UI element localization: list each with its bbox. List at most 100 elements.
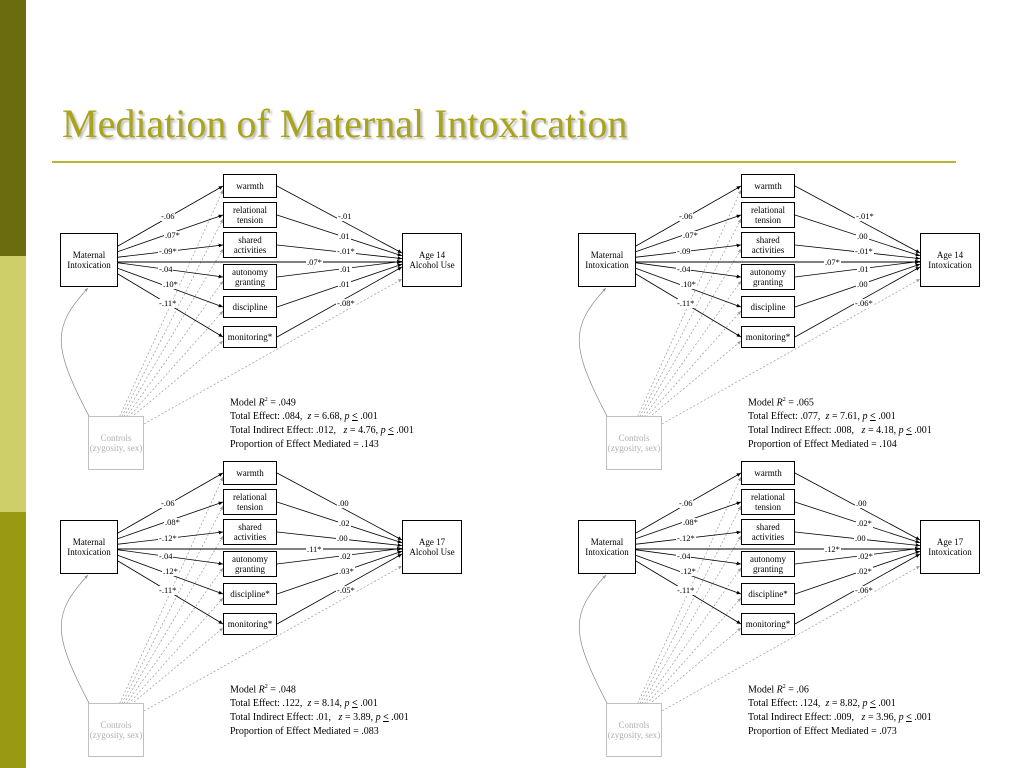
b-path-coefficient: -.08* <box>336 298 356 308</box>
a-path-coefficient: .08* <box>164 517 181 527</box>
sidebar-stripe <box>0 0 26 768</box>
mediator-box-2-label: relational tension <box>751 205 785 225</box>
a-path-coefficient: .07* <box>682 230 699 240</box>
model-r2-line: Model R2 = .049 <box>230 397 296 409</box>
mediator-box-3: shared activities <box>223 519 277 545</box>
model-r2-line: Model R2 = .048 <box>230 684 296 696</box>
mediator-box-2: relational tension <box>223 202 277 228</box>
sidebar-segment-middle <box>0 256 26 512</box>
b-path-coefficient: -.01* <box>854 246 874 256</box>
mediator-box-6-label: monitoring* <box>227 619 273 629</box>
mediator-box-5-label: discipline* <box>748 589 788 599</box>
a-path-coefficient: -.06 <box>160 498 176 508</box>
controls-box-label: Controls (zygosity, sex) <box>607 433 661 453</box>
a-path-coefficient: -.04 <box>676 264 692 274</box>
a-path-coefficient: -.11* <box>158 298 178 308</box>
mediator-box-1-label: warmth <box>236 181 264 191</box>
mediator-box-3-label: shared activities <box>751 522 785 542</box>
covariance-curve <box>579 287 612 423</box>
control-path-line <box>119 218 224 421</box>
a-path-coefficient: .12* <box>162 566 179 576</box>
b-path-coefficient: .02 <box>338 518 351 528</box>
outcome-box: Age 14 Alcohol Use <box>402 233 462 287</box>
mediator-box-5-label: discipline* <box>230 589 270 599</box>
mediator-box-6-label: monitoring* <box>227 332 273 342</box>
mediator-box-4-label: autonomy granting <box>750 267 786 287</box>
b-path-coefficient: .00 <box>854 533 867 543</box>
slide-title: Mediation of Maternal Intoxication <box>62 101 628 146</box>
mediator-box-4-label: autonomy granting <box>232 554 268 574</box>
mediator-box-2-label: relational tension <box>233 492 267 512</box>
mediator-box-6: monitoring* <box>741 613 795 635</box>
outcome-box-label: Age 17 Intoxication <box>928 537 972 557</box>
outcome-box: Age 17 Alcohol Use <box>402 520 462 574</box>
model-r2-line: Model R2 = .06 <box>748 684 809 696</box>
a-path-coefficient: -.04 <box>158 551 174 561</box>
b-path-coefficient: .01 <box>338 231 351 241</box>
mediator-box-5: discipline* <box>223 583 277 605</box>
sidebar-segment-top <box>0 0 26 256</box>
mediation-diagram-4: Maternal Intoxication Age 17 Intoxication… <box>578 459 1018 759</box>
mediator-box-4: autonomy granting <box>223 551 277 577</box>
predictor-box: Maternal Intoxication <box>578 520 636 574</box>
control-path-line <box>643 310 742 421</box>
mediator-box-3: shared activities <box>741 232 795 258</box>
outcome-box-label: Age 14 Intoxication <box>928 250 972 270</box>
direct-path-coefficient: .07* <box>824 257 841 267</box>
controls-box: Controls (zygosity, sex) <box>606 416 662 470</box>
control-path-line <box>645 340 742 421</box>
controls-box-label: Controls (zygosity, sex) <box>607 720 661 740</box>
control-path-line <box>119 505 224 708</box>
a-path-coefficient: .10* <box>680 279 697 289</box>
mediator-box-5: discipline* <box>741 583 795 605</box>
control-path-line <box>637 218 742 421</box>
mediator-box-5: discipline <box>741 296 795 318</box>
controls-box: Controls (zygosity, sex) <box>88 703 144 757</box>
mediator-box-5-label: discipline <box>750 302 786 312</box>
mediator-box-1: warmth <box>223 174 277 198</box>
controls-box-label: Controls (zygosity, sex) <box>89 433 143 453</box>
mediator-box-1: warmth <box>741 461 795 485</box>
a-path-coefficient: -.04 <box>676 551 692 561</box>
control-outcome-line <box>143 565 403 712</box>
mediator-box-6: monitoring* <box>741 326 795 348</box>
mediator-box-4: autonomy granting <box>741 264 795 290</box>
direct-path-coefficient: .11* <box>306 544 323 554</box>
indirect-effect-line: Total Indirect Effect: .009, z = 3.96, p… <box>748 712 932 724</box>
b-path-coefficient: -.01* <box>855 211 875 221</box>
control-path-line <box>641 567 742 708</box>
control-path-line <box>641 280 742 421</box>
b-path-coefficient: .02* <box>856 518 873 528</box>
covariance-curve <box>61 287 94 423</box>
mediator-box-1: warmth <box>741 174 795 198</box>
indirect-effect-line: Total Indirect Effect: .012, z = 4.76, p… <box>230 425 414 437</box>
control-path-line <box>127 340 224 421</box>
total-effect-line: Total Effect: .084, z = 6.68, p < .001 <box>230 411 378 423</box>
mediator-box-1: warmth <box>223 461 277 485</box>
model-r2-line: Model R2 = .065 <box>748 397 814 409</box>
total-effect-line: Total Effect: .077, z = 7.61, p < .001 <box>748 411 896 423</box>
a-path-coefficient: -.12* <box>676 533 696 543</box>
control-path-line <box>123 280 224 421</box>
control-path-line <box>643 597 742 708</box>
b-path-coefficient: .01 <box>857 264 870 274</box>
control-path-line <box>637 505 742 708</box>
control-path-line <box>127 627 224 708</box>
control-path-line <box>121 248 224 421</box>
b-path-coefficient: .02 <box>339 551 352 561</box>
a-path-coefficient: .07* <box>164 230 181 240</box>
mediator-box-1-label: warmth <box>236 468 264 478</box>
mediator-box-3: shared activities <box>741 519 795 545</box>
b-path-coefficient: .00 <box>856 279 869 289</box>
predictor-box: Maternal Intoxication <box>60 233 118 287</box>
proportion-mediated-line: Proportion of Effect Mediated = .083 <box>230 726 379 738</box>
control-path-line <box>645 627 742 708</box>
mediator-box-6: monitoring* <box>223 326 277 348</box>
mediator-box-3: shared activities <box>223 232 277 258</box>
a-path-coefficient: -.06 <box>678 498 694 508</box>
a-path-coefficient: -.04 <box>158 264 174 274</box>
sidebar-segment-bottom <box>0 512 26 768</box>
